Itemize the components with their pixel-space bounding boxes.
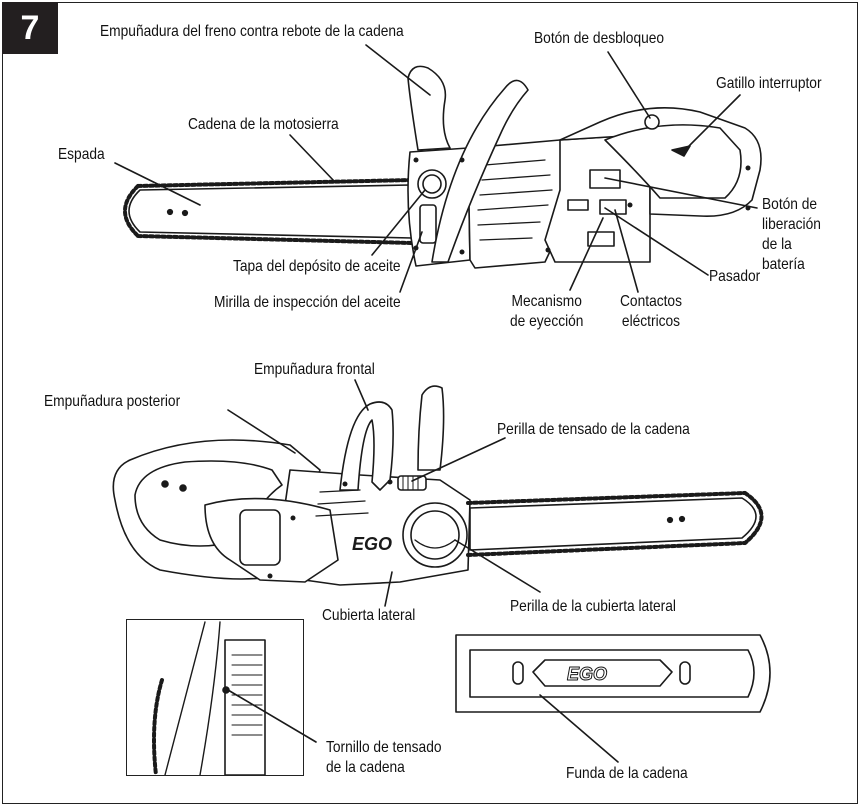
label-oil-sight-window: Mirilla de inspección del aceite bbox=[214, 293, 401, 313]
label-bar: Espada bbox=[58, 145, 105, 165]
label-latch: Pasador bbox=[709, 267, 760, 287]
middle-chain-brake-handle bbox=[418, 386, 444, 470]
figure-number: 7 bbox=[2, 2, 58, 54]
inset-frame bbox=[126, 619, 304, 776]
label-rear-handle: Empuñadura posterior bbox=[44, 392, 180, 412]
label-side-cover: Cubierta lateral bbox=[322, 606, 415, 626]
middle-saw-view: EGO bbox=[113, 386, 761, 585]
label-side-cover-knob: Perilla de la cubierta lateral bbox=[510, 597, 676, 617]
side-cover-knob-shape bbox=[403, 503, 467, 567]
label-trigger-switch: Gatillo interruptor bbox=[716, 74, 822, 94]
ego-logo: EGO bbox=[352, 534, 392, 554]
chain-tension-knob-shape bbox=[398, 476, 426, 490]
label-oil-tank-cap: Tapa del depósito de aceite bbox=[233, 257, 401, 277]
label-chain-cover: Funda de la cadena bbox=[566, 764, 688, 784]
chain-cover-scabbard: EGO bbox=[456, 635, 770, 712]
label-chain-tension-knob: Perilla de tensado de la cadena bbox=[497, 420, 690, 440]
chain-cover-logo: EGO bbox=[567, 664, 607, 684]
middle-guide-bar bbox=[470, 498, 756, 550]
label-saw-chain: Cadena de la motosierra bbox=[188, 115, 339, 135]
label-chain-brake-handle: Empuñadura del freno contra rebote de la… bbox=[100, 22, 404, 42]
label-chain-tension-screw: Tornillo de tensado de la cadena bbox=[326, 738, 442, 778]
label-battery-release-button: Botón de liberación de la batería bbox=[762, 195, 821, 275]
top-saw-view bbox=[125, 66, 761, 268]
label-unlock-button: Botón de desbloqueo bbox=[534, 29, 664, 49]
label-electrical-contacts: Contactos eléctricos bbox=[620, 292, 682, 332]
label-ejection-mechanism: Mecanismo de eyección bbox=[510, 292, 583, 332]
oil-sight-window-shape bbox=[420, 205, 436, 243]
top-chain-brake-handle bbox=[408, 66, 450, 150]
label-front-handle: Empuñadura frontal bbox=[254, 360, 375, 380]
